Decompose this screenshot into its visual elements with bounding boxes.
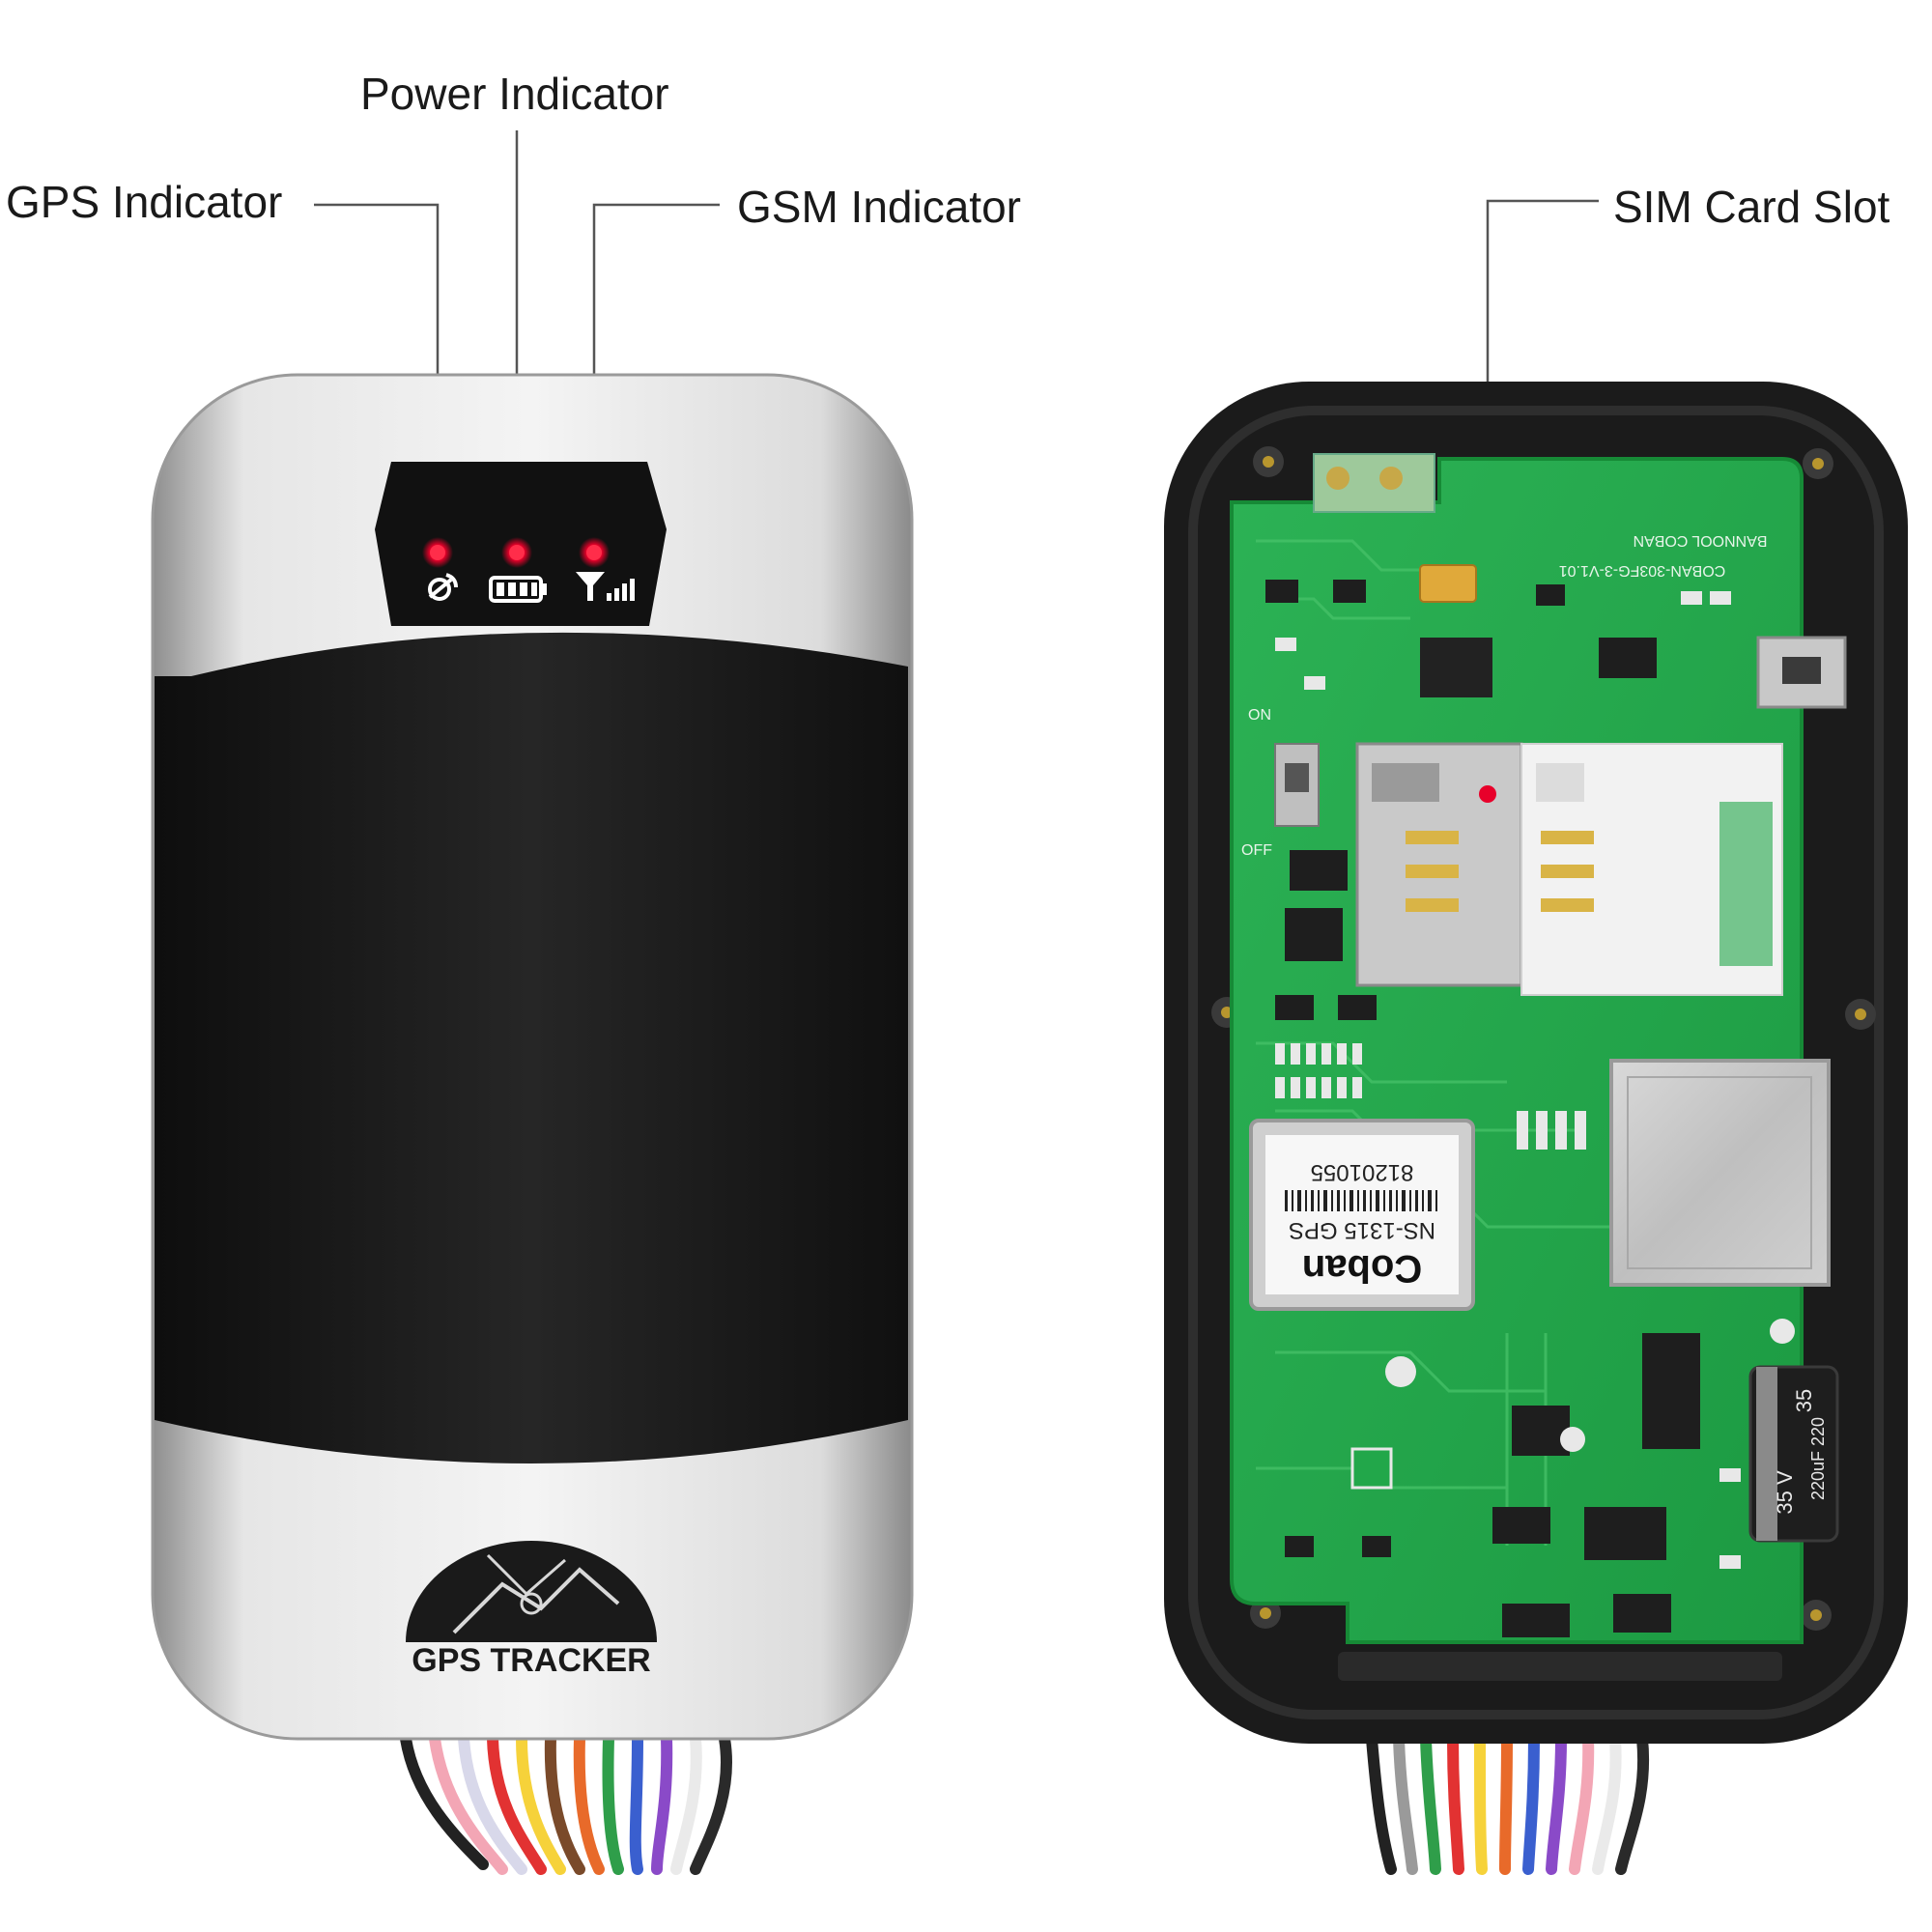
switch-on-label: ON: [1248, 707, 1271, 724]
tracker-front-device: GPS TRACKER: [151, 373, 914, 1875]
smd-components-top: [1265, 580, 1731, 697]
tracker-logo: GPS TRACKER: [406, 1541, 657, 1679]
wire-bundle-back: [1366, 1733, 1650, 1875]
power-indicator-label: Power Indicator: [360, 69, 669, 119]
board-mark-2: BANNOOL COBAN: [1634, 532, 1768, 549]
battery-icon: [489, 576, 547, 603]
gsm-indicator-label: GSM Indicator: [737, 182, 1021, 232]
smd-components-middle: [1275, 850, 1586, 1150]
board-mark-1: COBAN-303FG-3-V1.01: [1559, 562, 1726, 579]
capacitor-value-1: 35: [1792, 1389, 1816, 1412]
gps-module-serial: 81201055: [1311, 1159, 1414, 1185]
smd-components-bottom: [1285, 1319, 1795, 1637]
cable-entry-slot: [1338, 1652, 1782, 1681]
gps-module-barcode: [1285, 1190, 1437, 1211]
gps-module-model: NS-1315 GPS: [1289, 1217, 1435, 1243]
switch-off-label: OFF: [1241, 842, 1272, 859]
capacitor-value-3: 220uF 220: [1808, 1417, 1828, 1500]
electrolytic-capacitor: 35 35 V 220uF 220: [1748, 1365, 1839, 1543]
power-switch: [1274, 743, 1320, 827]
gsm-module-shield: [1609, 1059, 1831, 1287]
wire-bundle-front: [400, 1733, 732, 1875]
sim-card-slot-label: SIM Card Slot: [1613, 182, 1890, 232]
front-rubber-band: [155, 632, 908, 1463]
gps-module-brand: Coban: [1302, 1247, 1422, 1290]
gps-module: 81201055 NS-1315 GPS Coban: [1249, 1119, 1475, 1311]
capacitor-value-2: 35 V: [1773, 1470, 1797, 1515]
front-leds: [422, 537, 610, 568]
mini-usb-port: [1756, 636, 1847, 709]
pcb-board: [1230, 457, 1804, 1644]
satellite-icon: [428, 573, 458, 601]
tracker-logo-text: GPS TRACKER: [412, 1642, 650, 1679]
gps-indicator-label: GPS Indicator: [6, 177, 283, 227]
sim-slot-marker: [1479, 785, 1496, 803]
signal-icon: [576, 572, 635, 601]
tracker-back-device: COBAN-303FG-3-V1.01 BANNOOL COBAN ON OFF: [1164, 382, 1908, 1875]
sim-card-holder: [1355, 742, 1783, 996]
